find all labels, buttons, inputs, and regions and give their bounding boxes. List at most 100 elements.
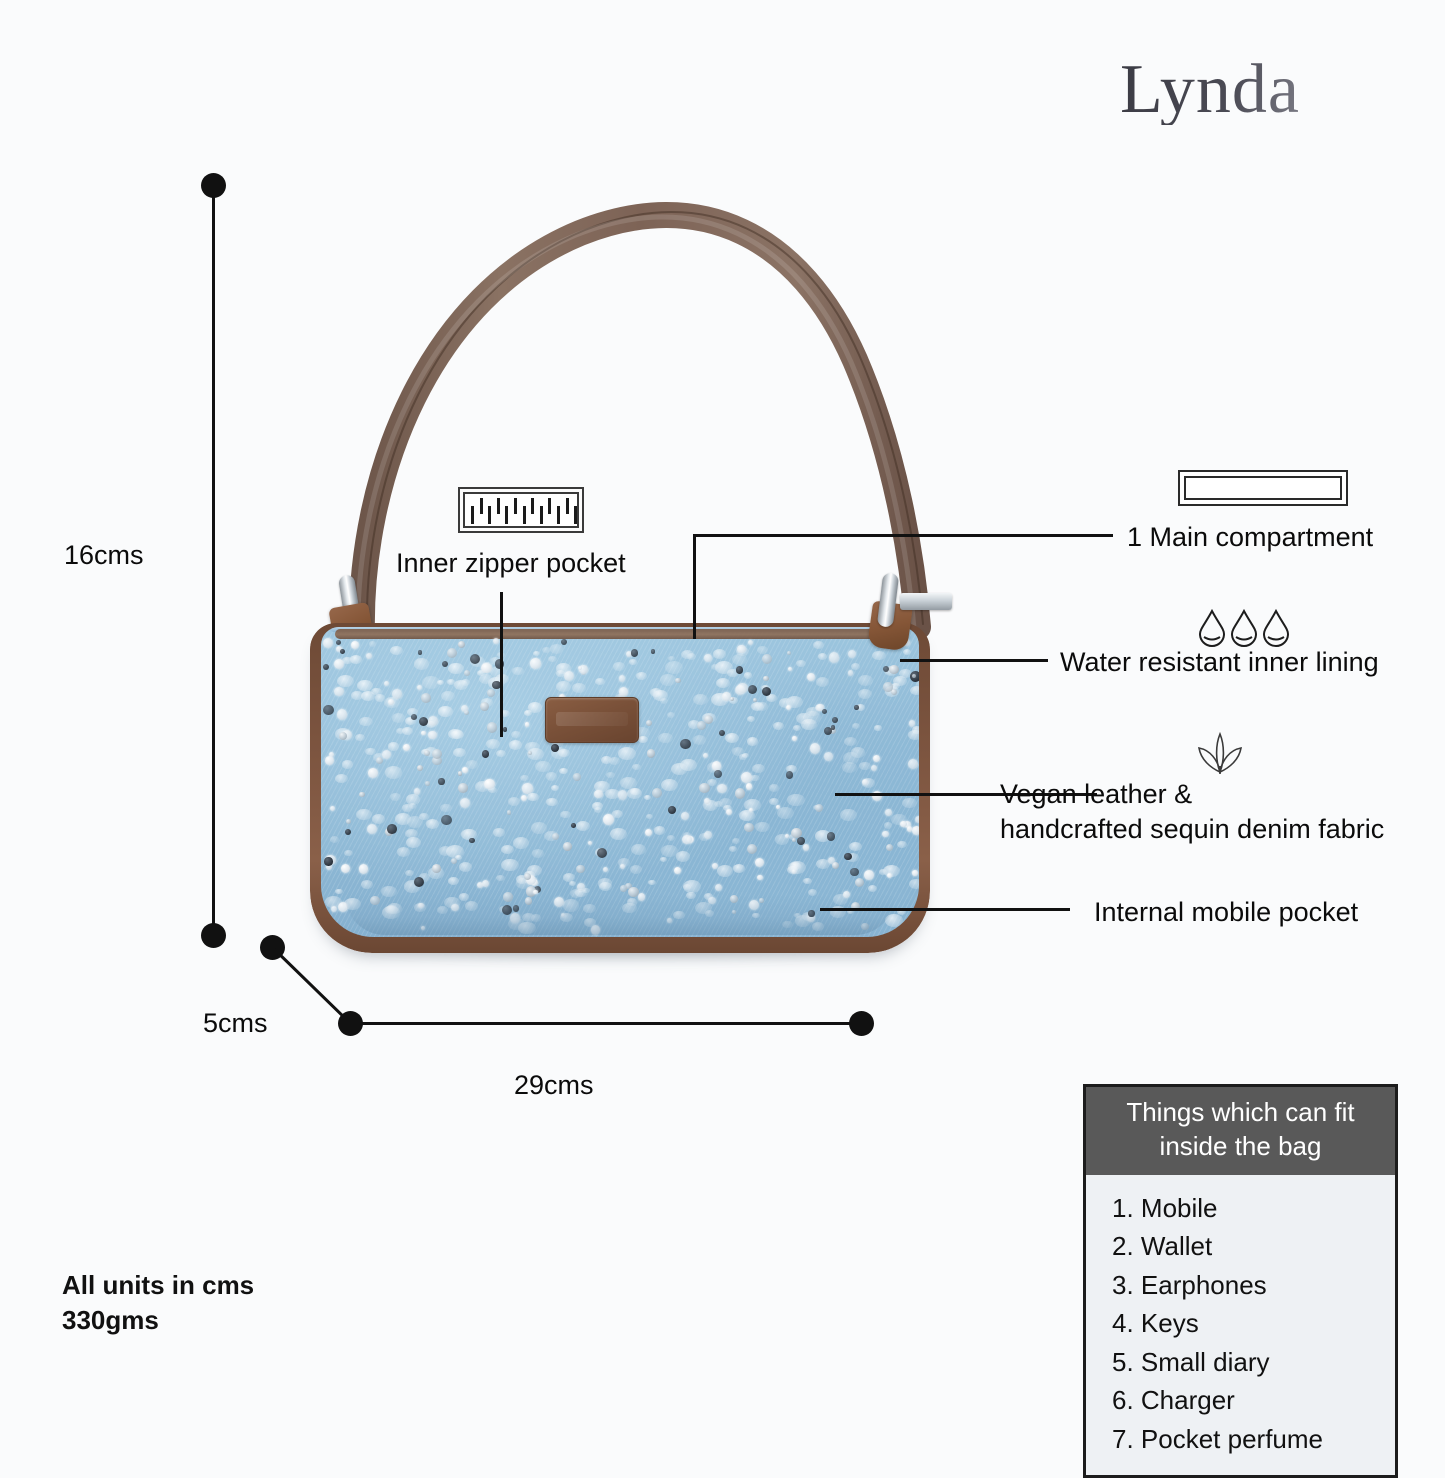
sequin xyxy=(849,842,863,852)
sequin xyxy=(606,771,616,779)
sequin xyxy=(803,878,812,885)
sequin xyxy=(857,675,873,686)
sequin xyxy=(344,849,353,856)
mobile-pocket-label: Internal mobile pocket xyxy=(1094,897,1359,927)
sequin xyxy=(421,693,431,703)
sequin xyxy=(418,716,428,726)
sequin xyxy=(653,826,666,835)
sequin xyxy=(702,799,719,812)
sequin xyxy=(521,794,528,801)
sequin xyxy=(619,863,625,869)
sequin xyxy=(916,680,919,691)
sequin xyxy=(322,704,334,716)
sequin xyxy=(625,882,632,890)
sequin xyxy=(407,708,418,716)
sequin xyxy=(693,693,709,705)
sequin xyxy=(652,788,662,799)
sequin xyxy=(344,828,351,835)
sequin xyxy=(630,864,643,874)
sequin xyxy=(335,639,341,645)
sequin xyxy=(903,821,911,829)
sequin xyxy=(902,649,911,656)
sequin xyxy=(843,852,852,861)
sequin xyxy=(544,830,559,841)
sequin xyxy=(732,838,740,845)
sequin xyxy=(359,791,366,798)
sequin xyxy=(394,813,412,825)
zipper-tooth xyxy=(488,506,492,524)
inner-zipper-pocket-label: Inner zipper pocket xyxy=(396,548,626,578)
sequin xyxy=(395,727,405,735)
sequin xyxy=(425,819,439,829)
sequin xyxy=(350,655,363,664)
sequin xyxy=(477,882,483,889)
sequin xyxy=(559,912,573,922)
sequin xyxy=(486,738,501,749)
sequin xyxy=(746,843,758,855)
sequin xyxy=(722,692,731,701)
sequin xyxy=(909,685,919,696)
sequin xyxy=(808,910,815,917)
depth-dimension-label: 5cms xyxy=(203,1008,268,1038)
sequin xyxy=(486,689,495,698)
sequin xyxy=(695,901,712,914)
sequin xyxy=(555,681,571,692)
sequin xyxy=(741,753,750,759)
sequin xyxy=(559,767,569,774)
bag-body xyxy=(310,623,930,953)
sequin xyxy=(355,808,372,821)
sequin xyxy=(507,796,521,806)
sequin xyxy=(488,786,497,793)
sequin xyxy=(516,875,529,884)
sequin xyxy=(405,717,417,726)
zipper-tape xyxy=(335,629,905,639)
sequin xyxy=(350,641,359,650)
sequin xyxy=(325,755,335,765)
sequin xyxy=(676,851,691,862)
sequin xyxy=(388,699,395,706)
sequin xyxy=(785,771,794,779)
sequin xyxy=(572,683,586,694)
sequin xyxy=(900,820,908,828)
sequin xyxy=(558,748,571,758)
sequin xyxy=(402,744,410,751)
sequin xyxy=(863,869,874,880)
sequin xyxy=(823,752,833,761)
sequin xyxy=(693,735,707,745)
sequin xyxy=(787,667,793,672)
units-line: All units in cms xyxy=(62,1270,255,1300)
sequin xyxy=(545,772,558,781)
sequin xyxy=(419,813,430,821)
sequin xyxy=(730,895,738,903)
sequin xyxy=(525,741,540,753)
sequin xyxy=(405,828,418,838)
sequin xyxy=(357,679,373,692)
sequin xyxy=(791,828,802,839)
mobile-pocket-leader xyxy=(820,908,1070,911)
sequin xyxy=(908,729,919,740)
sequin xyxy=(777,807,794,820)
list-item: 3. Earphones xyxy=(1112,1269,1267,1300)
sequin xyxy=(626,898,638,907)
sequin xyxy=(405,837,421,848)
sequin xyxy=(906,826,913,832)
sequin xyxy=(667,918,672,923)
sequin xyxy=(458,893,469,901)
sequin xyxy=(745,783,753,790)
sequin xyxy=(334,686,344,697)
sequin xyxy=(659,674,676,686)
sequin xyxy=(826,831,836,841)
sequin xyxy=(603,866,609,872)
sequin xyxy=(510,913,520,923)
sequin xyxy=(532,849,545,858)
sequin xyxy=(506,809,512,815)
sequin xyxy=(768,797,780,806)
water-droplets-icon xyxy=(1196,606,1292,648)
sequin xyxy=(703,654,712,663)
sequin xyxy=(331,906,338,913)
zipper-tooth xyxy=(471,506,474,524)
sequin xyxy=(465,759,479,769)
sequin xyxy=(441,660,449,668)
sequin xyxy=(809,743,821,754)
sequin xyxy=(617,746,636,760)
